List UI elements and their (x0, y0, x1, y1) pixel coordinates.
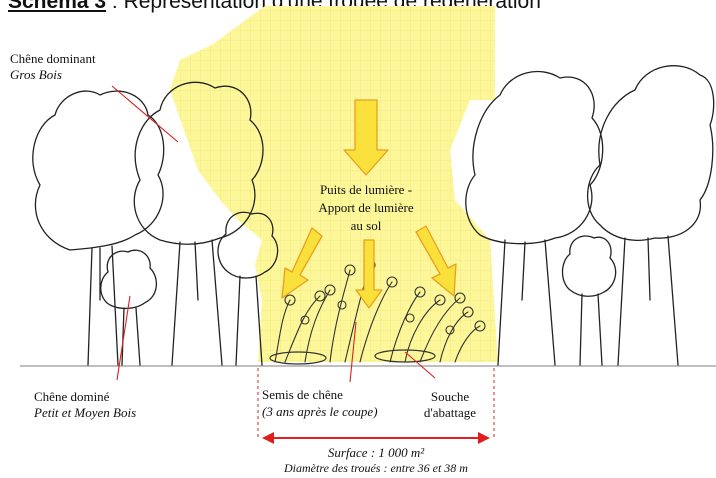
label-stump-2: d'abattage (410, 404, 490, 421)
label-stump-1: Souche (410, 388, 490, 405)
label-light-well-2: Apport de lumière (296, 199, 436, 216)
label-surface: Surface : 1 000 m² (258, 444, 494, 461)
label-dominant-oak-size: Gros Bois (10, 66, 62, 83)
tree-medium-right (563, 236, 616, 365)
label-gap-diameter: Diamètre des troués : entre 36 et 38 m (226, 460, 526, 477)
label-seedlings-age: (3 ans après le coupe) (262, 403, 378, 420)
label-dominated-oak: Chêne dominé (34, 388, 109, 405)
label-seedlings: Semis de chêne (262, 386, 343, 403)
label-light-well-1: Puits de lumière - (296, 181, 436, 198)
label-dominant-oak: Chêne dominant (10, 50, 96, 67)
label-light-well-3: au sol (296, 217, 436, 234)
tree-dominant-right-2 (588, 66, 714, 365)
label-dominated-oak-size: Petit et Moyen Bois (34, 404, 136, 421)
